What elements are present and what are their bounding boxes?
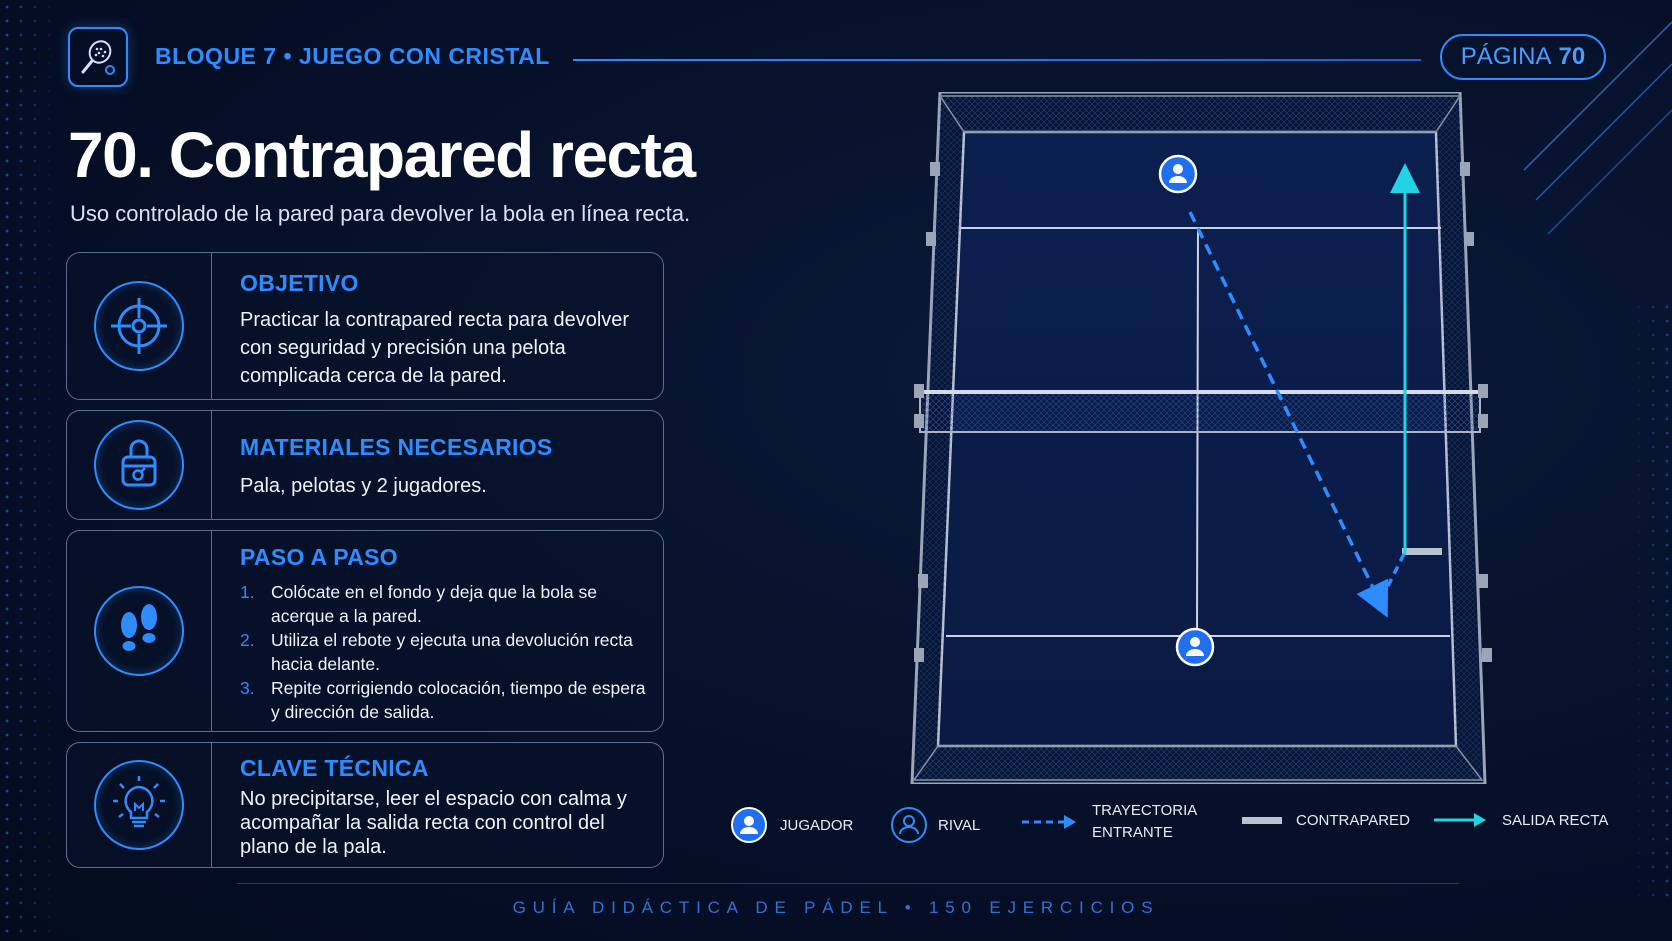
bag-icon [121,439,157,487]
step-text: Utiliza el rebote y ejecuta una devoluci… [271,630,633,650]
clave-card: CLAVE TÉCNICA No precipitarse, leer el e… [66,742,664,868]
block-label: BLOQUE 7 • JUEGO CON CRISTAL [155,43,550,69]
net [919,391,1481,433]
step-text: acerque a la pared. [271,605,422,626]
objetivo-card: OBJETIVO Practicar la contrapared recta … [66,252,664,400]
legend-jugador-label: JUGADOR [780,816,854,834]
decorative-dots-right [1632,300,1672,900]
legend-trayectoria-label-2: ENTRANTE [1092,824,1173,841]
legend-trayectoria-label-1: TRAYECTORIA [1092,802,1198,819]
materiales-icon-column [67,411,212,519]
clave-line: acompañar la salida recta con control de… [240,812,605,834]
contrapared-bar-icon [1242,816,1282,824]
cage-posts [914,162,1492,662]
back-wall-mesh-top [938,95,1462,133]
page-number: 70 [1558,43,1586,70]
player-icon [731,807,767,843]
rival-icon [891,807,927,843]
steps-list: 1. Colócate en el fondo y deja que la bo… [240,581,649,724]
side-wall-mesh-left [914,96,964,780]
incoming-trajectory [1188,211,1389,618]
clave-icon-column [67,743,212,867]
step-number: 1. [240,582,255,602]
legend-contrapared-label: CONTRAPARED [1296,812,1410,829]
footsteps-icon [121,604,157,651]
jugador-player-marker [1175,627,1215,667]
step-number: 3. [240,678,255,698]
legend-salida-label: SALIDA RECTA [1502,811,1609,829]
side-wall-mesh-right [1436,96,1482,780]
padel-logo [68,27,128,87]
rival-player-marker [1158,154,1198,194]
pasos-icon-circle [94,586,184,676]
materiales-card: MATERIALES NECESARIOS Pala, pelotas y 2 … [66,410,664,520]
back-wall-mesh-bottom [912,745,1484,781]
page-indicator: PÁGINA 70 [1440,34,1606,80]
pasos-card: PASO A PASO 1. Colócate en el fondo y de… [66,530,664,732]
padel-racket-icon [81,40,115,75]
legend-trayectoria: TRAYECTORIA ENTRANTE [1020,800,1197,844]
legend-jugador: JUGADOR [730,806,853,844]
step-text: hacia delante. [271,653,380,674]
crosshair-icon [111,298,167,354]
legend-contrapared: CONTRAPARED [1242,812,1410,829]
header-divider [573,59,1421,61]
materiales-icon-circle [94,420,184,510]
legend-salida: SALIDA RECTA [1432,810,1608,830]
pasos-icon-column [67,531,212,731]
objetivo-line: con seguridad y precisión una pelota [240,337,566,359]
decorative-dots-left [0,0,60,941]
legend-rival: RIVAL [890,806,980,844]
lightbulb-icon [113,776,165,828]
page-word: PÁGINA [1460,43,1552,70]
legend: JUGADOR RIVAL TRAYECTORIA ENTRANTE CONTR… [730,800,1610,860]
pasos-heading: PASO A PASO [240,544,398,570]
objetivo-line: Practicar la contrapared recta para devo… [240,309,630,331]
step-number: 2. [240,630,255,650]
legend-rival-label: RIVAL [938,816,981,834]
dashed-arrow-icon [1022,815,1076,829]
step-text: Repite corrigiendo colocación, tiempo de… [271,678,646,698]
footer-text: GUÍA DIDÁCTICA DE PÁDEL • 150 EJERCICIOS [512,898,1160,917]
materiales-heading: MATERIALES NECESARIOS [240,434,553,460]
clave-line: No precipitarse, leer el espacio con cal… [240,788,627,810]
bounce-trajectory [1378,553,1406,603]
clave-line: plano de la pala. [240,836,387,858]
materiales-text: Pala, pelotas y 2 jugadores. [240,475,487,497]
objetivo-heading: OBJETIVO [240,270,359,296]
step-text: y dirección de salida. [271,701,435,722]
page-subtitle: Uso controlado de la pared para devolver… [70,201,691,226]
cyan-arrow-icon [1434,813,1486,827]
padel-court-diagram [910,92,1492,784]
step-item: 2. Utiliza el rebote y ejecuta una devol… [240,629,649,676]
footer-divider [237,883,1459,884]
clave-icon-circle [94,760,184,850]
objetivo-icon-circle [94,281,184,371]
decorative-diagonal-lines [1523,21,1672,235]
step-text: Colócate en el fondo y deja que la bola … [271,582,597,602]
step-item: 1. Colócate en el fondo y deja que la bo… [240,581,649,628]
objetivo-icon-column [67,253,212,399]
step-item: 3. Repite corrigiendo colocación, tiempo… [240,677,649,724]
objetivo-line: complicada cerca de la pared. [240,365,507,387]
contrapared-marker [1402,548,1442,555]
clave-heading: CLAVE TÉCNICA [240,755,429,781]
page-title: 70. Contrapared recta [68,119,696,191]
